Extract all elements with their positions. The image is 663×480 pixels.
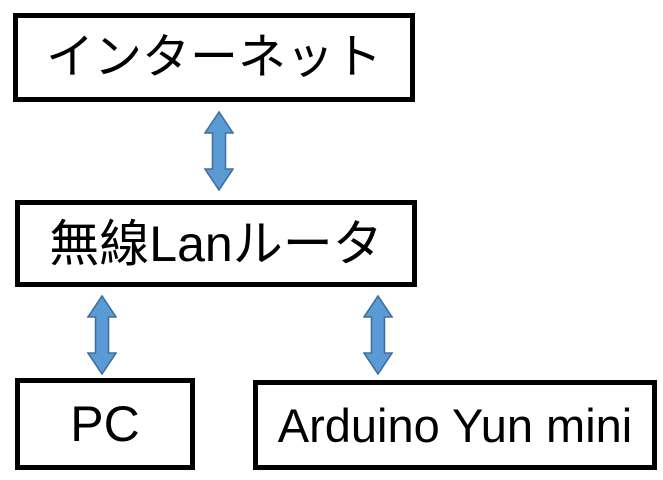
node-wireless-lan-router-label: 無線Lanルータ — [49, 215, 383, 272]
node-pc-label: PC — [70, 396, 140, 452]
node-pc: PC — [15, 378, 195, 470]
node-wireless-lan-router: 無線Lanルータ — [15, 200, 417, 287]
node-arduino-yun-mini-label: Arduino Yun mini — [277, 398, 633, 452]
node-internet-label: インターネット — [45, 30, 382, 84]
node-internet: インターネット — [13, 13, 415, 102]
node-arduino-yun-mini: Arduino Yun mini — [253, 380, 657, 470]
double-arrow-router-arduino-icon — [363, 295, 393, 375]
double-arrow-router-pc-icon — [87, 295, 117, 375]
double-arrow-internet-router-icon — [204, 111, 234, 191]
